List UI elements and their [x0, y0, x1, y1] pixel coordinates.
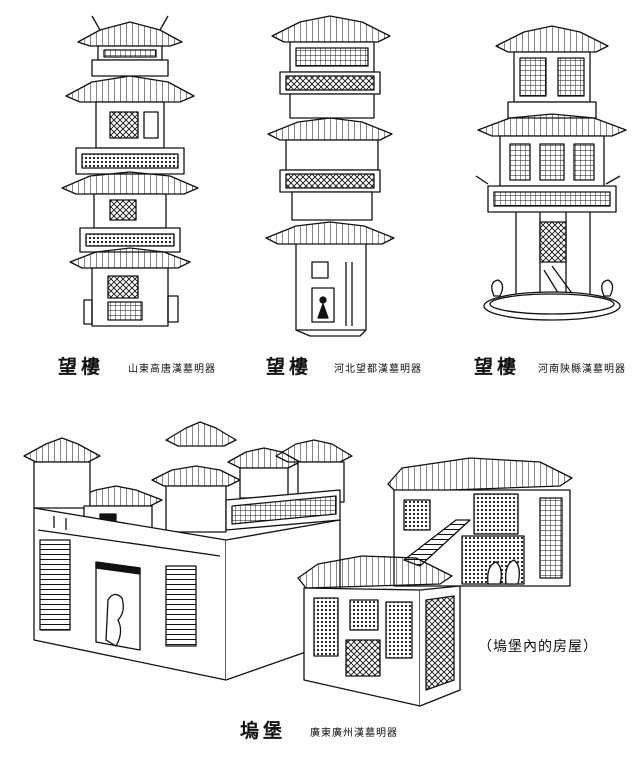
tower3-title: 望樓 — [474, 356, 521, 378]
watchtower-2-drawing — [265, 15, 395, 337]
fortress-source: 廣東廣州漢墓明器 — [310, 728, 398, 739]
fortress-drawing — [23, 421, 353, 681]
watchtower-1-drawing — [61, 15, 199, 327]
tower2-source: 河北望都漢墓明器 — [334, 364, 422, 375]
tower1-source: 山東高唐漢墓明器 — [128, 364, 216, 375]
small-house-drawing — [297, 555, 461, 707]
inner-house-note: （塢堡內的房屋） — [478, 639, 598, 655]
tower2-title: 望樓 — [266, 356, 313, 378]
watchtower-3-drawing — [475, 25, 627, 321]
tower1-title: 望樓 — [58, 356, 105, 378]
fortress-title: 塢堡 — [240, 720, 287, 742]
tower3-source: 河南陝縣漢墓明器 — [538, 364, 626, 375]
